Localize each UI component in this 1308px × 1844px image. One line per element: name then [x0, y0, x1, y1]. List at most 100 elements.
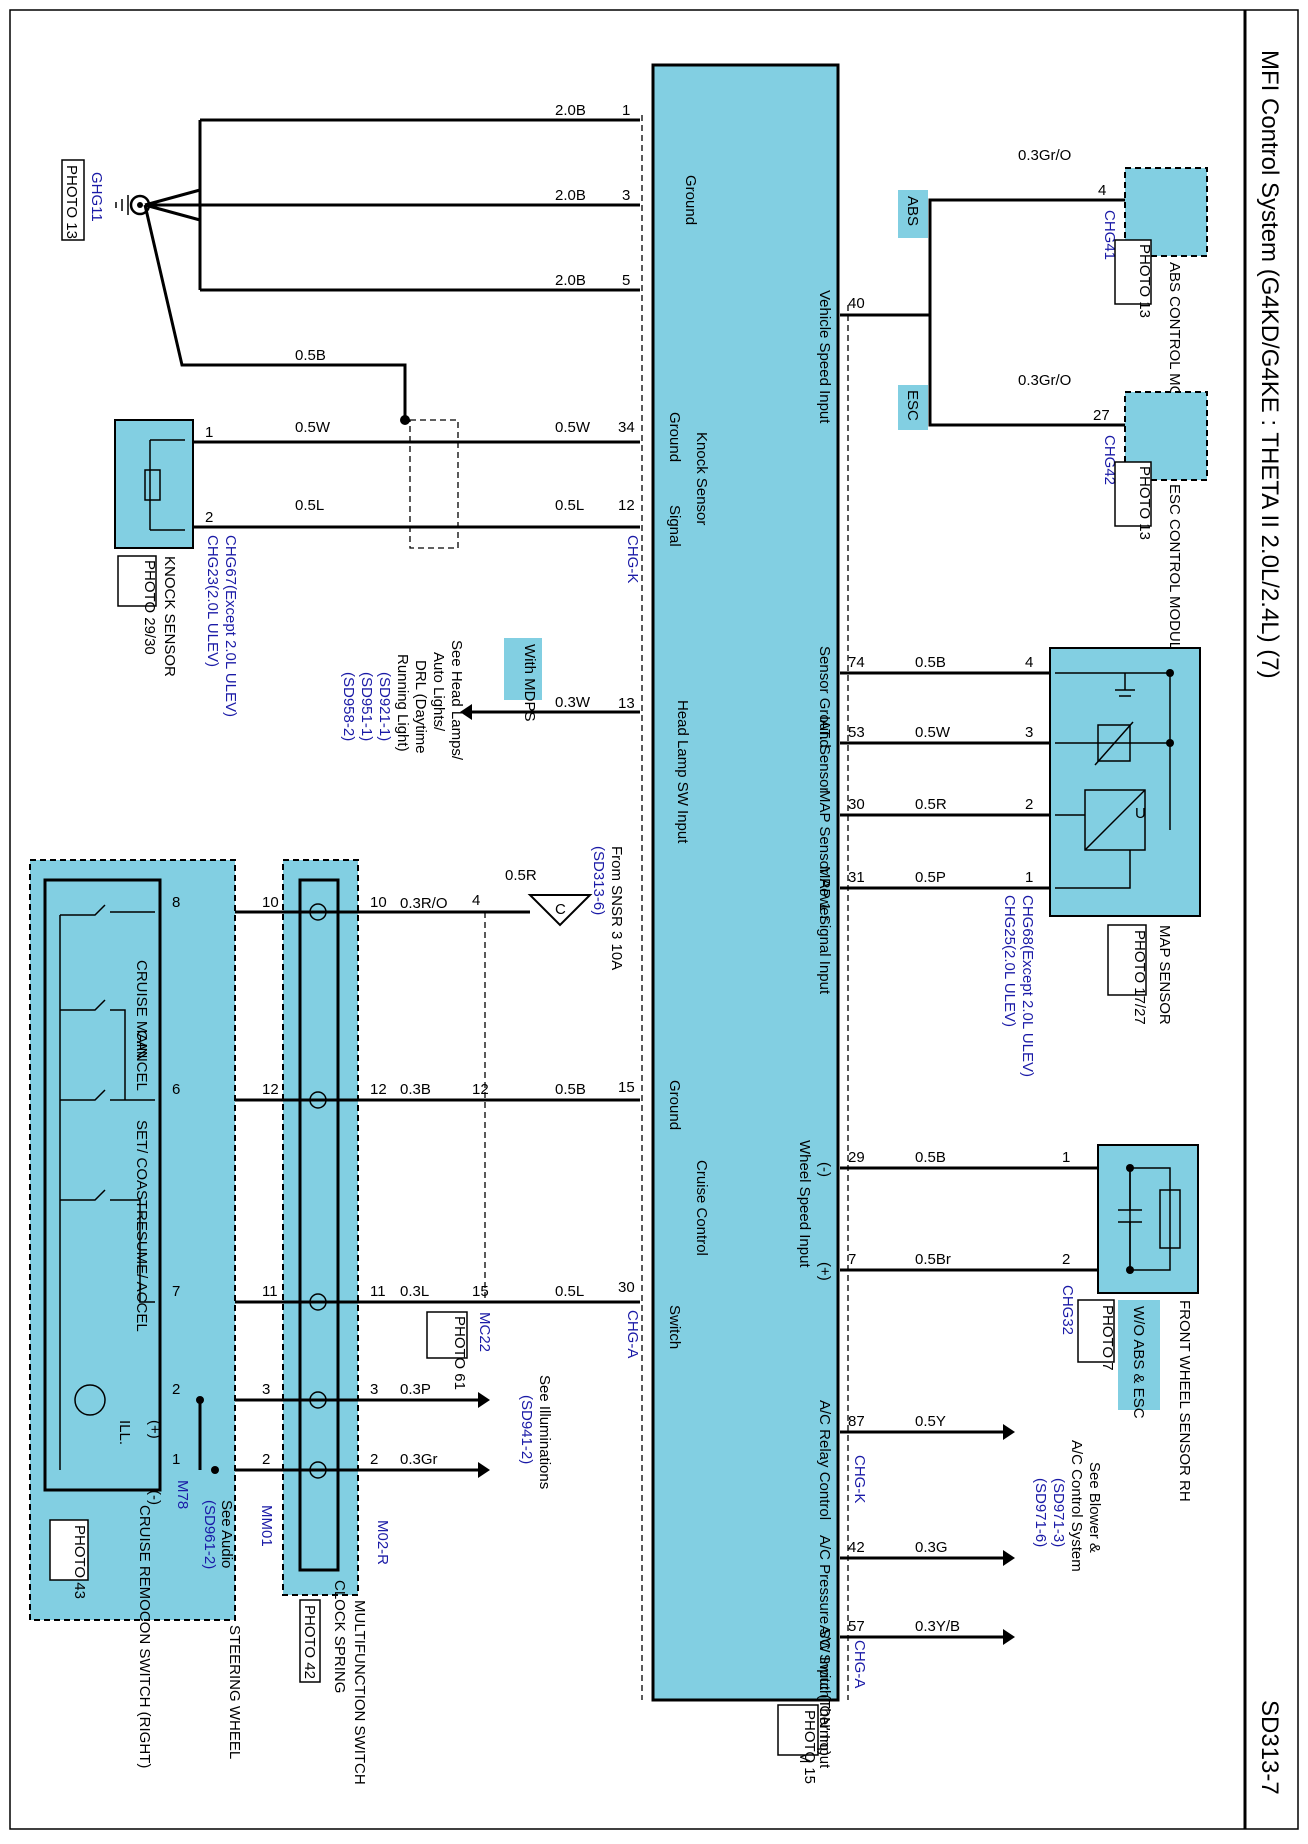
snsr-pin-12: 12: [472, 1081, 489, 1098]
wire-label-m74: 0.5B: [915, 654, 946, 671]
esc-module-name: ESC CONTROL MODULE: [1166, 484, 1183, 660]
wire-label-ac87: 0.5Y: [915, 1413, 946, 1430]
audio-sd: (SD961-2): [201, 1500, 218, 1569]
map-photo: PHOTO 17/27: [1131, 930, 1148, 1025]
knock-conn-2: CHG67(Except 2.0L ULEV): [222, 535, 239, 717]
abs-photo: PHOTO 13: [1136, 244, 1153, 318]
mm-pin-11: 11: [262, 1283, 278, 1300]
knock-conn-1: CHG23(2.0L ULEV): [204, 535, 221, 667]
wire-label-abs: 0.3Gr/O: [1018, 147, 1071, 164]
wheel-photo-box: [1077, 1299, 1115, 1363]
wire-label-g3: 2.0B: [555, 187, 586, 204]
pcm-pin-5: 5: [622, 272, 630, 289]
cs-pin-10: 10: [370, 894, 387, 911]
map-sensor-name: MAP SENSOR: [1156, 925, 1173, 1025]
illum-arrow-1-icon: [478, 1392, 490, 1408]
head-lamp-line-4: Running Light): [394, 654, 411, 752]
cruise-switch-photo: PHOTO 43: [71, 1525, 88, 1599]
wire-vss: [840, 198, 1125, 427]
wire-label-g1: 2.0B: [555, 102, 586, 119]
wheel-sensor-name: FRONT WHEEL SENSOR RH: [1176, 1300, 1193, 1502]
pcm-conn-chgk-right: CHG-K: [851, 1455, 868, 1503]
cs-pin-12: 12: [370, 1081, 387, 1098]
wire-shield: [143, 204, 407, 420]
pcm-pin-74: 74: [848, 654, 865, 671]
knock-sensor-element-icon: [144, 439, 185, 531]
wire-label-cs: 0.3L: [400, 1283, 429, 1300]
cruise-btn-cancel: CANCEL: [133, 1030, 150, 1091]
ill-lamp-icon: [74, 1384, 106, 1416]
pcm-block: [651, 63, 840, 1702]
wire-ac-bus: [840, 1430, 1005, 1639]
pcm-pin-29: 29: [848, 1149, 865, 1166]
esc-photo: PHOTO 13: [1136, 466, 1153, 540]
wire-label-k2b: 0.5L: [555, 497, 584, 514]
clock-spring-photo-box: [299, 1599, 321, 1683]
cruise-switch-block: [43, 878, 162, 1492]
multifunction-switch-block: [282, 859, 359, 1596]
map-conn-2: CHG68(Except 2.0L ULEV): [1019, 895, 1036, 1077]
mdps-badge: With MDPS: [521, 644, 538, 722]
clock-spring-photo: PHOTO 42: [301, 1605, 318, 1679]
pcm-pin-34: 34: [618, 419, 635, 436]
pcm-label-map-power: MAP Sensor Power: [816, 790, 833, 921]
ground-photo-box: [61, 159, 85, 241]
map-pin-1: 1: [1025, 869, 1033, 886]
ac-ref-line-1: See Blower &: [1086, 1462, 1103, 1553]
knock-photo-box: [117, 555, 157, 607]
ground-symbol-dot: [137, 202, 143, 208]
ill-minus: (-): [146, 1490, 163, 1505]
snsr-source-symbol: [527, 894, 593, 927]
wire-label-k1a: 0.5W: [295, 419, 331, 436]
audio-ref: See Audio: [218, 1500, 235, 1568]
snsr-pin-15: 15: [472, 1283, 489, 1300]
rs-pin-6: 6: [172, 1081, 180, 1098]
wire-label-m30: 0.5R: [915, 796, 947, 813]
mc22-name: MC22: [476, 1312, 493, 1352]
page-code: SD313-7: [1256, 1700, 1283, 1795]
wheel-pin-1: 1: [1062, 1149, 1070, 1166]
cruise-switch-name: CRUISE REMOCON SWITCH (RIGHT): [136, 1505, 153, 1768]
pcm-label-iat: IAT. Sensor: [816, 716, 833, 792]
wheel-junction-1: [1126, 1164, 1134, 1172]
steering-wheel-name: STEERING WHEEL: [226, 1625, 243, 1759]
esc-pin: 27: [1093, 407, 1110, 424]
wire-map-bus: [840, 671, 1050, 890]
wire-label-shield: 0.5B: [295, 347, 326, 364]
head-lamp-ref-3: (SD958-2): [340, 672, 357, 741]
map-junction-2: [1166, 739, 1174, 747]
rs-pin-2: 2: [172, 1381, 180, 1398]
audio-junction-2: [211, 1466, 219, 1474]
wheel-badge-bg: [1118, 1300, 1160, 1410]
pcm-conn-chgk-left: CHG-K: [624, 535, 641, 583]
cruise-switch-photo-box: [49, 1519, 89, 1581]
wire-label-ac57: 0.3Y/B: [915, 1618, 960, 1635]
wire-label-il2: 0.3Gr: [400, 1451, 438, 1468]
pcm-label-ac-relay: A/C Relay Control: [816, 1400, 833, 1520]
mc22-photo-box: [426, 1311, 468, 1359]
pcm-pin-1: 1: [622, 102, 630, 119]
wire-label-cg: 0.3B: [400, 1081, 431, 1098]
pcm-label-knock-signal: Signal: [666, 505, 683, 547]
head-lamp-ref-2: (SD951-1): [358, 672, 375, 741]
esc-tag: ESC: [904, 390, 921, 421]
pcm-pin-15: 15: [618, 1079, 635, 1096]
pcm-label-vss: Vehicle Speed Input: [816, 290, 833, 424]
wire-wheel-speed: [840, 1166, 1100, 1272]
pcm-label-wheel-pos: (+): [816, 1262, 833, 1281]
snsr-ref: (SD313-6): [590, 846, 607, 915]
pcm-label-knock: Knock Sensor: [693, 432, 710, 525]
pcm-label-ground: Ground: [682, 175, 699, 225]
ground-symbol-ring: [129, 194, 151, 216]
wire-label-cm: 0.3R/O: [400, 895, 448, 912]
map-junction-1: [1166, 669, 1174, 677]
sheet-border: [9, 9, 1299, 1830]
head-lamp-line-3: DRL (Daytime: [412, 660, 429, 754]
wheel-photo: PHOTO 7: [1099, 1305, 1116, 1371]
cs-pin-2: 2: [370, 1451, 378, 1468]
rs-pin-1: 1: [172, 1451, 180, 1468]
esc-tag-bg: [898, 385, 928, 430]
pcm-label-ac-switch: A/C Switch 'ON' Input: [816, 1625, 833, 1769]
